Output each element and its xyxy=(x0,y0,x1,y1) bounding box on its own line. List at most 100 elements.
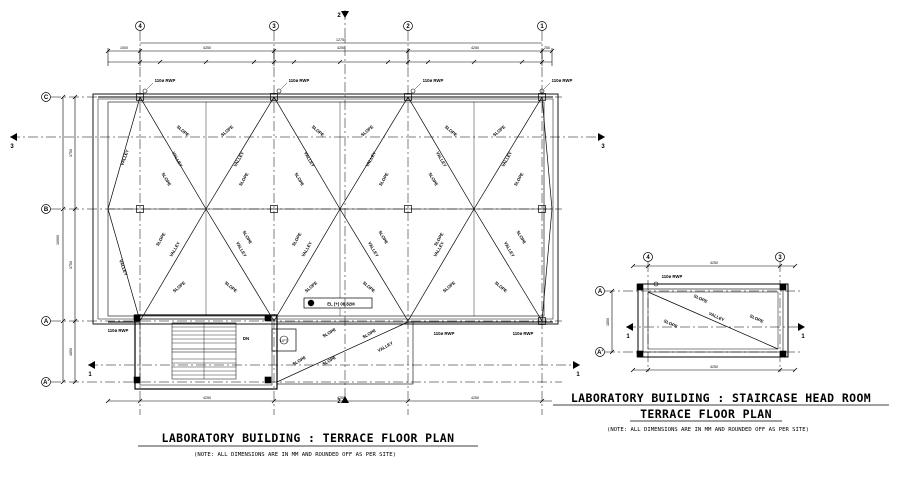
left-dim-tick xyxy=(60,379,66,385)
head-room-bubble-col-4-label: 4 xyxy=(646,255,650,261)
top-dim-tick-inner xyxy=(291,59,297,65)
top-dim-text: 4250 xyxy=(471,46,479,50)
rwp-label-bottom-left: 110ø RWP xyxy=(108,328,129,333)
section-marker-3-left-arrow xyxy=(10,133,17,141)
head-room-title-line2: TERRACE FLOOR PLAN xyxy=(640,407,772,421)
section-marker-1-left-arrow xyxy=(88,361,95,369)
grid-bubble-col-2-circle xyxy=(403,21,413,31)
valley-line xyxy=(273,96,341,210)
head-room-parapet-inner xyxy=(642,288,784,353)
valley-line xyxy=(107,208,141,322)
grid-bubble-row-2-label: A xyxy=(44,319,49,325)
rwp-label-bottom-mid: 110ø RWP xyxy=(434,331,455,336)
head-room-slope-label: SLOPE xyxy=(693,293,708,304)
slope-label: SLOPE xyxy=(293,172,305,187)
valley-label: VALLEY xyxy=(303,151,316,168)
head-room-dim-tick xyxy=(792,263,798,269)
grid-bubble-col-4-label: 4 xyxy=(138,24,142,30)
column xyxy=(270,93,278,101)
slope-label: SLOPE xyxy=(442,280,456,293)
slope-label: SLOPE xyxy=(515,230,527,245)
head-room-slope-label: SLOPE xyxy=(749,313,764,324)
grid-bubble-row-1-label: B xyxy=(44,207,49,213)
head-room-slab xyxy=(647,291,779,350)
rwp-pipe xyxy=(410,88,416,94)
rwp-leader xyxy=(543,82,551,90)
head-room-bubble-row-1-circle xyxy=(595,347,605,357)
grid-bubble-col-2-label: 2 xyxy=(406,24,410,30)
top-dim-tick-inner xyxy=(203,59,209,65)
bottom-dim-text: 4250 xyxy=(203,396,211,400)
valley-line xyxy=(339,96,409,210)
valley-label: VALLEY xyxy=(119,149,129,166)
head-room-bubble-col-4-circle xyxy=(643,252,653,262)
slope-label: SLOPE xyxy=(155,232,167,247)
valley-label: VALLEY xyxy=(235,241,248,258)
head-room-dim-text: 4250 xyxy=(710,261,718,265)
left-dim-tick xyxy=(60,318,66,324)
head-room-left-dim-text: 1850 xyxy=(606,318,610,326)
left-dim-text: 3750 xyxy=(69,149,73,157)
grid-bubble-col-1-circle xyxy=(537,21,547,31)
lift-label: LIFT xyxy=(280,339,288,343)
valley-label: VALLEY xyxy=(118,259,128,276)
extension-diagonal xyxy=(276,321,409,383)
top-overall-dim-text: 12750 xyxy=(336,38,346,42)
level-tag-box xyxy=(303,297,373,309)
head-room-bottom-dim-tick xyxy=(792,367,798,373)
head-room-rwp-pipe xyxy=(653,281,659,287)
head-room-column xyxy=(636,283,644,291)
section-marker-1-right-arrow xyxy=(573,361,580,369)
valley-line xyxy=(139,208,207,322)
rwp-label: 110ø RWP xyxy=(289,78,310,83)
top-dim-tick-inner xyxy=(425,59,431,65)
valley-line xyxy=(205,96,275,210)
head-room-valley-line xyxy=(647,291,779,350)
lift-shaft xyxy=(271,328,297,352)
stair-column xyxy=(133,376,141,384)
top-dim-text: 250 xyxy=(544,46,550,50)
grid-bubble-col-4-circle xyxy=(135,21,145,31)
grid-bubble-row-0-label: C xyxy=(44,95,49,101)
slope-label: SLOPE xyxy=(220,124,234,137)
rwp-label: 110ø RWP xyxy=(423,78,444,83)
grid-bubble-col-3-circle xyxy=(269,21,279,31)
head-room-bottom-dim-tick xyxy=(630,367,636,373)
head-room-column xyxy=(779,283,787,291)
rwp-leader xyxy=(280,82,288,90)
grid-bubble-row-0-circle xyxy=(41,92,51,102)
valley-line xyxy=(339,208,409,322)
head-room-bubble-row-1-label: A' xyxy=(597,350,603,356)
grid-bubble-col-3-label: 3 xyxy=(272,24,276,30)
slope-label: SLOPE xyxy=(311,124,325,137)
stair-block-inner xyxy=(139,318,273,386)
bottom-dim-tick xyxy=(105,398,111,404)
slope-label: SLOPE xyxy=(444,124,458,137)
valley-line xyxy=(407,96,475,210)
slope-label: SLOPE xyxy=(160,172,172,187)
slope-label: SLOPE xyxy=(360,124,374,137)
head-room-bottom-dim-tick xyxy=(645,367,651,373)
head-room-valley-label: VALLEY xyxy=(708,311,725,323)
rwp-pipe xyxy=(142,88,148,94)
section-marker-1-right-label: 1 xyxy=(576,372,580,378)
slope-label: SLOPE xyxy=(304,280,318,293)
section-marker-3-right-arrow xyxy=(598,133,605,141)
slope-label: SLOPE xyxy=(362,328,377,340)
left-dim-text: 1850 xyxy=(69,348,73,356)
rwp-label: 110ø RWP xyxy=(552,78,573,83)
top-dim-tick-inner xyxy=(337,59,343,65)
column xyxy=(136,93,144,101)
slope-label: SLOPE xyxy=(492,124,506,137)
head-room-dim-tick xyxy=(609,288,615,294)
slope-label: SLOPE xyxy=(176,124,190,137)
slope-label: SLOPE xyxy=(238,172,250,187)
parapet-outer xyxy=(92,93,559,325)
top-dim-tick-inner xyxy=(251,59,257,65)
head-room-bubble-row-0-circle xyxy=(595,286,605,296)
section-marker-3-right-label: 3 xyxy=(601,144,605,150)
head-room-bubble-col-3-label: 3 xyxy=(778,255,782,261)
